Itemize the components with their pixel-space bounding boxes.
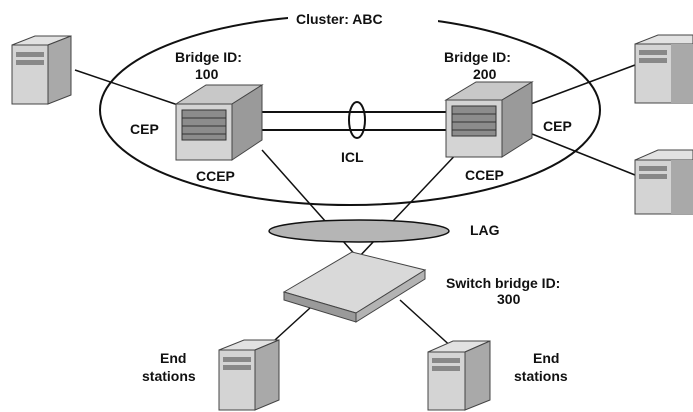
link-right-top-server	[519, 64, 636, 109]
lag-ellipse	[268, 219, 450, 243]
bridge-100-label-line2: 100	[195, 66, 219, 82]
end-stations-left-line2: stations	[142, 368, 196, 384]
end-stations-left-line1: End	[160, 350, 186, 366]
server-right-top	[634, 34, 693, 104]
bridge-200-label-line2: 200	[473, 66, 497, 82]
bridge-200-label-line1: Bridge ID:	[444, 49, 511, 65]
link-right-bottom-server	[521, 129, 636, 176]
lag-label: LAG	[470, 222, 500, 238]
icl-label: ICL	[341, 149, 364, 165]
link-left-server	[74, 69, 179, 106]
server-left	[11, 35, 72, 105]
bridge-100-cep-label: CEP	[130, 121, 159, 137]
link-switch-end-right	[399, 299, 456, 351]
switch-300-label-line1: Switch bridge ID:	[446, 275, 560, 291]
icl-link	[262, 101, 448, 139]
end-stations-right-line2: stations	[514, 368, 568, 384]
bridge-100-label-line1: Bridge ID:	[175, 49, 242, 65]
bridge-200-ccep-label: CCEP	[465, 167, 504, 183]
bridge-100-device	[174, 84, 264, 161]
bridge-100-ccep-label: CCEP	[196, 168, 235, 184]
server-right-bottom	[634, 149, 693, 215]
end-station-right	[427, 340, 491, 411]
switch-300-label-line2: 300	[497, 291, 521, 307]
cluster-label: Cluster: ABC	[296, 11, 383, 27]
end-station-left	[218, 339, 280, 411]
bridge-200-cep-label: CEP	[543, 118, 572, 134]
bridge-200-device	[444, 81, 534, 158]
end-stations-right-line1: End	[533, 350, 559, 366]
switch-300-device	[282, 251, 427, 323]
